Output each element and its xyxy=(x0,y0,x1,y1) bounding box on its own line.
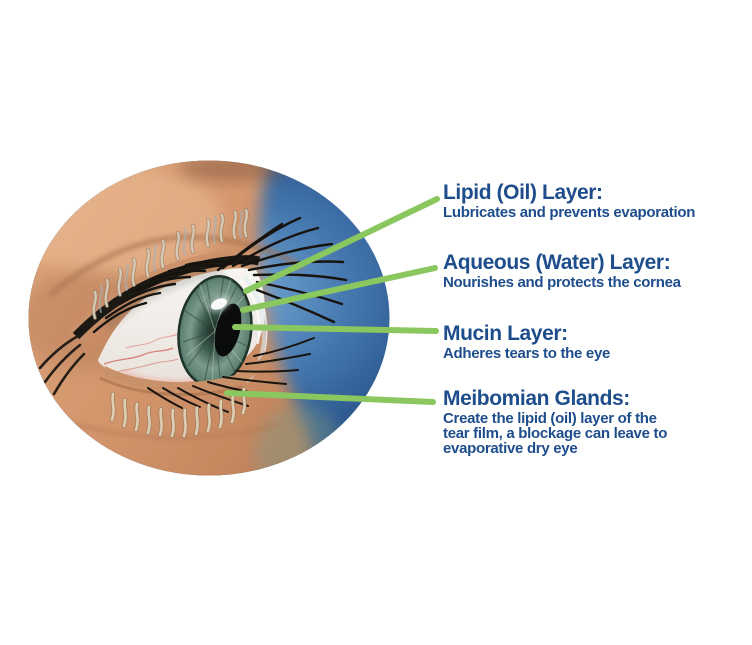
pupil xyxy=(214,303,242,357)
callout-meibomian-description: Create the lipid (oil) layer of the tear… xyxy=(443,410,668,457)
callout-meibomian: Meibomian Glands: Create the lipid (oil)… xyxy=(443,388,667,456)
callout-mucin-heading: Mucin Layer: xyxy=(443,322,568,345)
callout-aqueous-description: Nourishes and protects the cornea xyxy=(443,274,681,291)
callout-aqueous: Aqueous (Water) Layer: Nourishes and pro… xyxy=(443,252,681,290)
callout-mucin: Mucin Layer: Adheres tears to the eye xyxy=(443,323,610,361)
sclera-veins xyxy=(103,333,179,374)
callout-mucin-description: Adheres tears to the eye xyxy=(443,345,611,362)
callout-aqueous-heading: Aqueous (Water) Layer: xyxy=(443,251,671,274)
lower-meibomian-streaks xyxy=(109,386,247,439)
outer-corner-lashes xyxy=(38,334,86,396)
callout-lipid-description: Lubricates and prevents evaporation xyxy=(443,204,696,221)
callout-meibomian-heading: Meibomian Glands: xyxy=(443,387,630,410)
callout-lipid: Lipid (Oil) Layer: Lubricates and preven… xyxy=(443,182,695,220)
callout-lipid-heading: Lipid (Oil) Layer: xyxy=(443,181,603,204)
upper-meibomian-streaks xyxy=(91,207,249,321)
iris xyxy=(177,275,253,388)
